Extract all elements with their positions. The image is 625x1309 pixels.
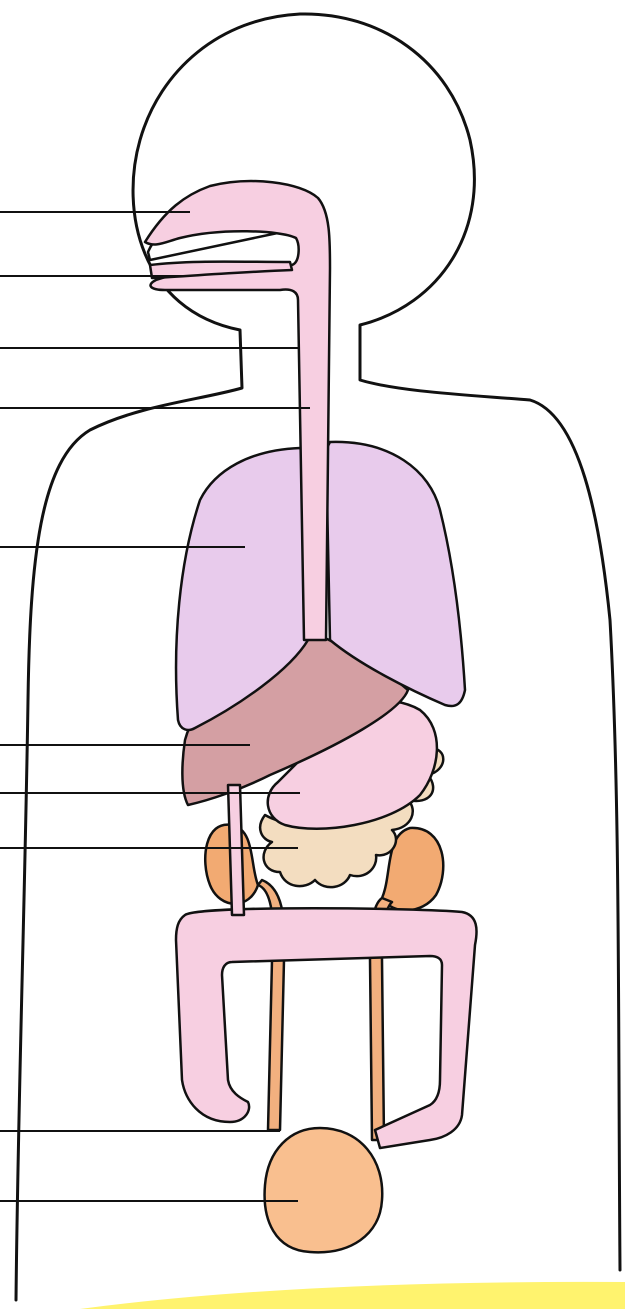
large-intestine bbox=[176, 908, 477, 1148]
yellow-highlight-band bbox=[80, 1282, 625, 1309]
bladder bbox=[265, 1128, 383, 1252]
duodenum bbox=[228, 785, 244, 915]
